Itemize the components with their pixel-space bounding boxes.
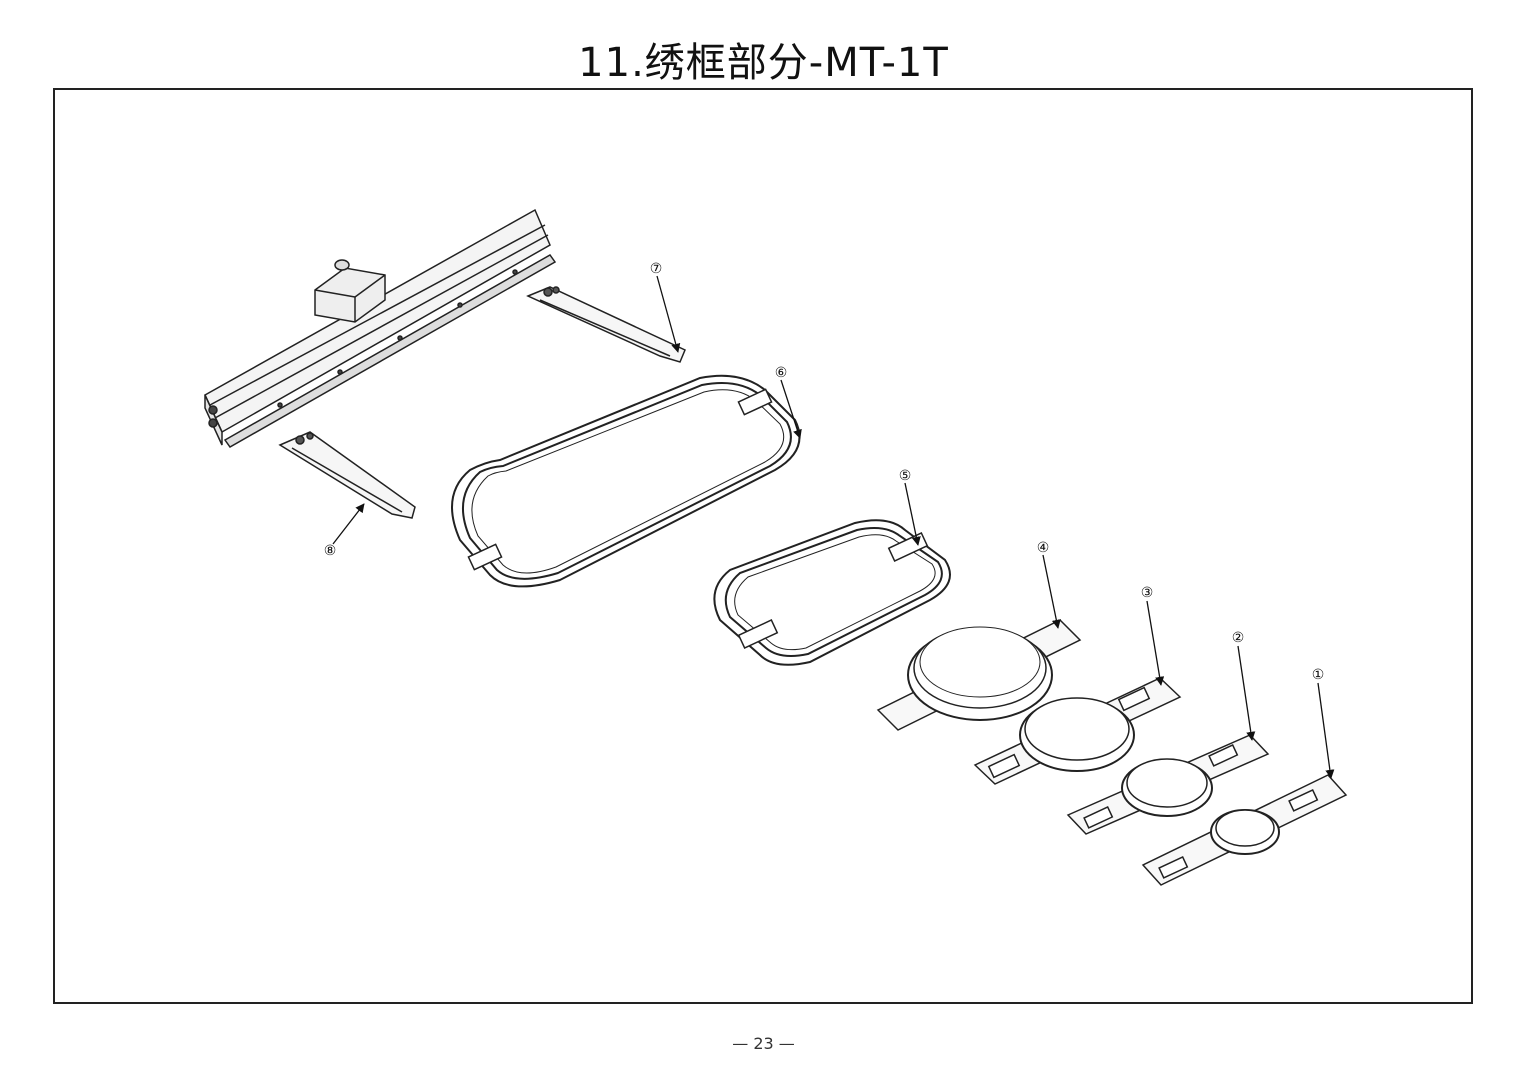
part-3-round-hoop: [973, 677, 1182, 785]
part-8-bracket: [278, 431, 416, 519]
leader-5: [904, 482, 921, 546]
callout-5: ⑤: [899, 468, 912, 484]
leader-6: [780, 379, 802, 439]
part-5-medium-hoop: [713, 519, 951, 666]
callout-leaders: [332, 275, 1335, 779]
leader-4: [1042, 554, 1061, 629]
part-6-large-hoop: [451, 374, 801, 588]
leader-2: [1237, 645, 1256, 741]
part-4-round-hoop: [876, 619, 1082, 731]
part-1-round-hoop: [1141, 774, 1348, 886]
callout-4: ④: [1037, 540, 1050, 556]
callout-1: ①: [1312, 667, 1325, 683]
part-2-round-hoop: [1066, 734, 1270, 835]
page-title: 11.绣框部分-MT-1T: [578, 40, 949, 86]
leader-3: [1146, 600, 1165, 686]
callout-3: ③: [1141, 585, 1154, 601]
hoop-rail-beam: [204, 208, 557, 448]
callout-8: ⑧: [324, 543, 337, 559]
drawing-frame: [53, 88, 1473, 1004]
leader-1: [1317, 682, 1335, 779]
callout-6: ⑥: [775, 365, 788, 381]
part-7-bracket: [526, 286, 686, 363]
leader-7: [656, 275, 681, 353]
callout-2: ②: [1232, 630, 1245, 646]
leader-8: [332, 503, 365, 545]
callout-7: ⑦: [650, 261, 663, 277]
page-number: — 23 —: [732, 1034, 795, 1053]
